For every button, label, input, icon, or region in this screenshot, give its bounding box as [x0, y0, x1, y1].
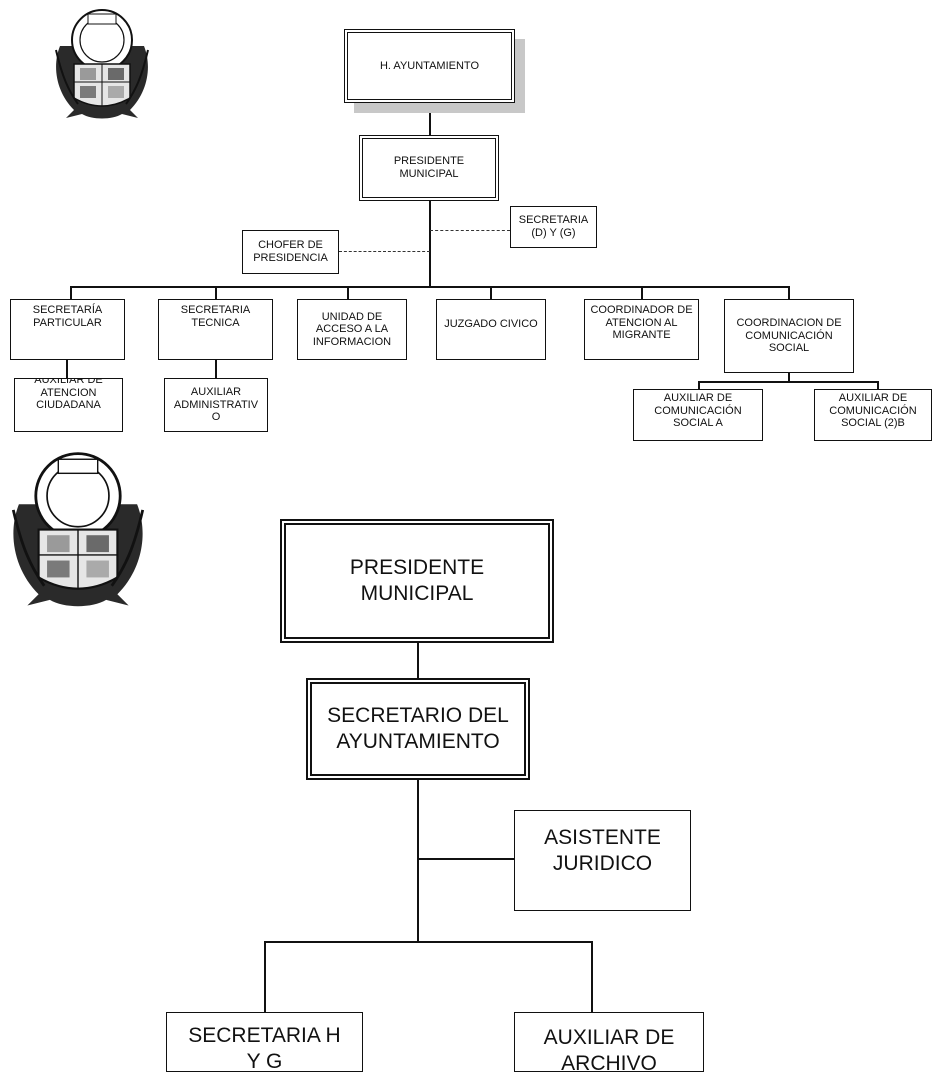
presidente-municipal-label: PRESIDENTE MUNICIPAL: [349, 555, 485, 605]
presidente-box: PRESIDENTE MUNICIPAL: [359, 135, 499, 201]
secretaria-hyg-label: SECRETARIA H Y G: [188, 1024, 341, 1074]
coordinador-migrante-label: COORDINADOR DE ATENCION AL MIGRANTE: [590, 304, 693, 342]
auxiliar-archivo-label: AUXILIAR DE ARCHIVO MUNICIPAL ¨A¨: [543, 1026, 675, 1072]
auxiliar-comunicacion-b-label: AUXILIAR DE COMUNICACIÓN SOCIAL (2)B: [829, 392, 917, 430]
secretaria-dyg-box: SECRETARIA (D) Y (G): [510, 206, 597, 248]
connector: [347, 286, 349, 299]
connector: [788, 372, 790, 382]
connector: [698, 381, 878, 383]
asistente-juridico-box: ASISTENTE JURIDICO: [514, 810, 691, 911]
connector: [788, 286, 790, 299]
ayuntamiento-box: H. AYUNTAMIENTO: [344, 29, 515, 103]
unidad-acceso-box: UNIDAD DE ACCESO A LA INFORMACION: [297, 299, 407, 360]
coordinador-migrante-box: COORDINADOR DE ATENCION AL MIGRANTE: [584, 299, 699, 360]
unidad-acceso-label: UNIDAD DE ACCESO A LA INFORMACION: [312, 310, 392, 348]
coordinacion-comunicacion-label: COORDINACION DE COMUNICACIÓN SOCIAL: [736, 317, 842, 355]
connector: [417, 642, 419, 679]
juzgado-label: JUZGADO CIVICO: [444, 318, 538, 330]
connector: [591, 941, 593, 1013]
auxiliar-comunicacion-a-label: AUXILIAR DE COMUNICACIÓN SOCIAL A: [654, 392, 742, 430]
auxiliar-atencion-label: AUXILIAR DE ATENCION CIUDADANA: [34, 378, 103, 412]
connector: [70, 286, 789, 288]
secretaria-dyg-label: SECRETARIA (D) Y (G): [518, 214, 589, 239]
secretario-box: SECRETARIO DEL AYUNTAMIENTO: [306, 678, 530, 780]
chofer-label: CHOFER DE PRESIDENCIA: [253, 239, 328, 264]
dashed-connector: [339, 251, 430, 252]
secretaria-tecnica-box: SECRETARIA TECNICA: [158, 299, 273, 360]
connector: [877, 381, 879, 389]
juzgado-box: JUZGADO CIVICO: [436, 299, 546, 360]
asistente-juridico-label: ASISTENTE JURIDICO: [544, 826, 661, 876]
auxiliar-administrativo-box: AUXILIAR ADMINISTRATIV O: [164, 378, 268, 432]
municipal-seal-top: [55, 9, 149, 119]
connector: [418, 858, 515, 860]
connector: [429, 102, 431, 135]
connector: [490, 286, 492, 299]
secretaria-particular-label: SECRETARÍA PARTICULAR: [32, 304, 103, 329]
auxiliar-comunicacion-b-box: AUXILIAR DE COMUNICACIÓN SOCIAL (2)B: [814, 389, 932, 441]
connector: [698, 381, 700, 389]
connector: [264, 941, 266, 1013]
connector: [641, 286, 643, 299]
secretaria-particular-box: SECRETARÍA PARTICULAR: [10, 299, 125, 360]
municipal-seal-bottom: [11, 452, 145, 607]
dashed-connector: [430, 230, 510, 231]
secretaria-hyg-box: SECRETARIA H Y G: [166, 1012, 363, 1073]
auxiliar-archivo-box: AUXILIAR DE ARCHIVO MUNICIPAL ¨A¨: [514, 1012, 704, 1072]
connector: [429, 200, 431, 286]
auxiliar-comunicacion-a-box: AUXILIAR DE COMUNICACIÓN SOCIAL A: [633, 389, 763, 441]
connector: [215, 286, 217, 299]
auxiliar-administrativo-label: AUXILIAR ADMINISTRATIV O: [173, 386, 259, 424]
connector: [215, 359, 217, 378]
connector: [66, 359, 68, 378]
auxiliar-atencion-box: AUXILIAR DE ATENCION CIUDADANA: [14, 378, 123, 432]
connector: [417, 779, 419, 942]
secretario-label: SECRETARIO DEL AYUNTAMIENTO: [327, 703, 509, 753]
secretaria-tecnica-label: SECRETARIA TECNICA: [180, 304, 251, 329]
ayuntamiento-label: H. AYUNTAMIENTO: [379, 59, 479, 72]
chofer-box: CHOFER DE PRESIDENCIA: [242, 230, 339, 274]
connector: [264, 941, 593, 943]
presidente-label: PRESIDENTE MUNICIPAL: [393, 155, 465, 180]
presidente-municipal-box: PRESIDENTE MUNICIPAL: [280, 519, 554, 643]
connector: [70, 286, 72, 299]
coordinacion-comunicacion-box: COORDINACION DE COMUNICACIÓN SOCIAL: [724, 299, 854, 373]
